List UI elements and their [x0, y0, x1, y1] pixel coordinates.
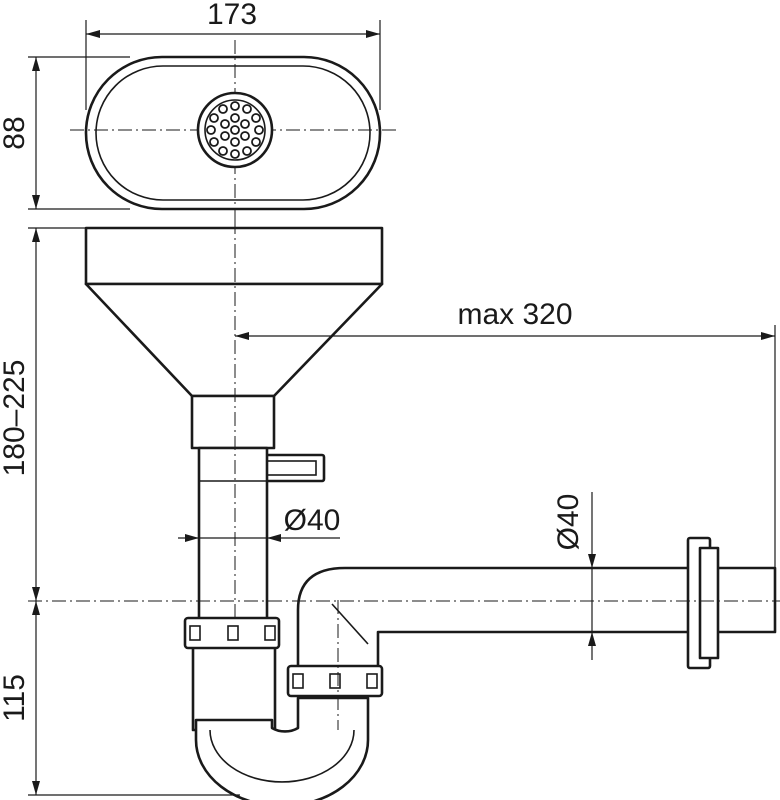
dimension-width: 173: [85, 0, 381, 110]
dimension-height: 88: [0, 56, 130, 210]
dimension-trap-height: 115: [0, 601, 240, 796]
vertical-tailpiece: [197, 446, 269, 622]
outlet-pipe: [296, 536, 777, 670]
trap-u-bend: [191, 642, 370, 800]
height-label: 88: [0, 116, 31, 149]
dimension-diameter-vertical: Ø40: [178, 504, 340, 542]
strainer-grate: [196, 91, 274, 169]
funnel-side-view: [84, 226, 384, 450]
diameter-outlet-label: Ø40: [552, 494, 585, 551]
dimension-reach: max 320: [235, 298, 776, 568]
union-nut-outlet: [286, 664, 384, 698]
dimension-diameter-outlet: Ø40: [552, 492, 596, 660]
dimension-funnel-height: 180–225: [0, 227, 90, 601]
width-label: 173: [207, 0, 257, 31]
trap-height-label: 115: [0, 674, 31, 722]
union-nut-vertical: [183, 616, 281, 650]
reach-label: max 320: [457, 298, 572, 331]
funnel-height-label: 180–225: [0, 360, 31, 477]
diameter-vertical-label: Ø40: [284, 504, 341, 537]
